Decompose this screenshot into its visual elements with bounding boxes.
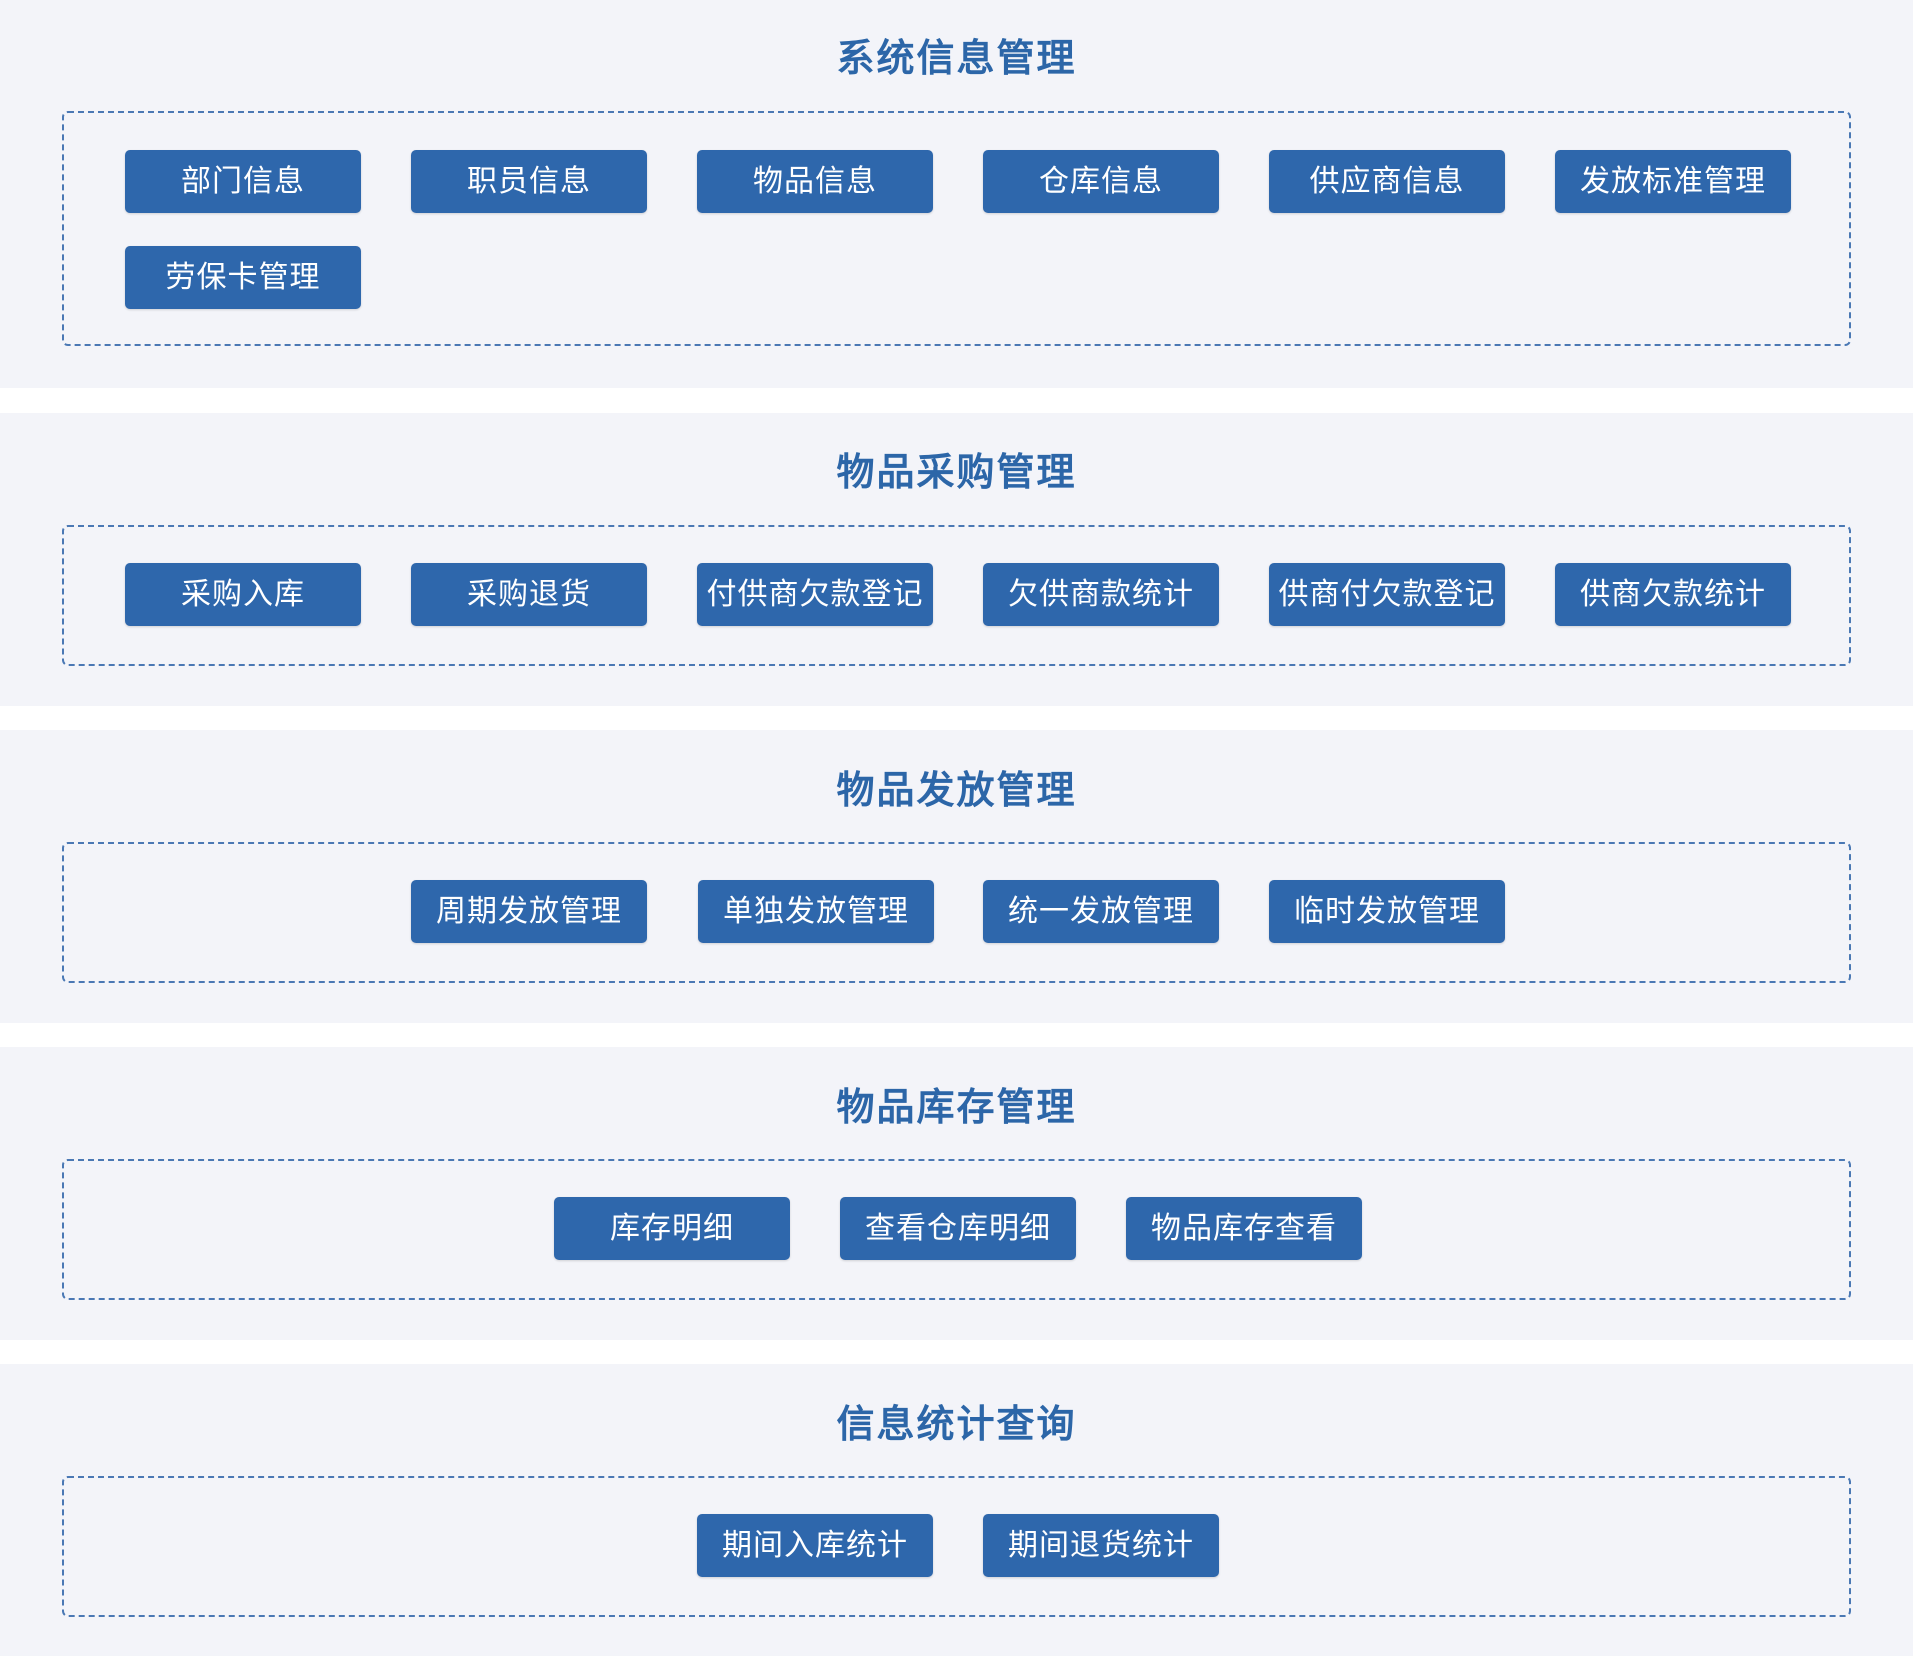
module-group: 采购入库 采购退货 付供商欠款登记 欠供商款统计 供商付欠款登记 供商欠款统计: [62, 525, 1851, 666]
module-button-period-return-stats[interactable]: 期间退货统计: [983, 1514, 1219, 1577]
module-button-staff-info[interactable]: 职员信息: [411, 150, 647, 213]
section-title: 信息统计查询: [836, 1402, 1077, 1446]
module-button-supplier-pay-debt[interactable]: 供商付欠款登记: [1269, 563, 1505, 626]
section-title: 系统信息管理: [836, 36, 1077, 80]
module-button-issue-standard[interactable]: 发放标准管理: [1555, 150, 1791, 213]
section-title: 物品库存管理: [836, 1085, 1077, 1129]
module-button-warehouse-info[interactable]: 仓库信息: [983, 150, 1219, 213]
module-button-warehouse-detail[interactable]: 查看仓库明细: [840, 1197, 1076, 1260]
module-button-pay-supplier-debt[interactable]: 付供商欠款登记: [697, 563, 933, 626]
section-inventory: 物品库存管理 库存明细 查看仓库明细 物品库存查看: [0, 1047, 1913, 1340]
module-button-purchase-return[interactable]: 采购退货: [411, 563, 647, 626]
module-button-item-info[interactable]: 物品信息: [697, 150, 933, 213]
module-button-periodic-issue[interactable]: 周期发放管理: [411, 880, 647, 943]
section-purchase: 物品采购管理 采购入库 采购退货 付供商欠款登记 欠供商款统计 供商付欠款登记 …: [0, 413, 1913, 706]
module-button-period-in-stats[interactable]: 期间入库统计: [697, 1514, 933, 1577]
module-button-supplier-debt-stats[interactable]: 欠供商款统计: [983, 563, 1219, 626]
module-button-supplier-info[interactable]: 供应商信息: [1269, 150, 1505, 213]
module-button-unified-issue[interactable]: 统一发放管理: [983, 880, 1219, 943]
module-button-dept-info[interactable]: 部门信息: [125, 150, 361, 213]
section-system-info: 系统信息管理 部门信息 职员信息 物品信息 仓库信息 供应商信息 发放标准管理 …: [0, 0, 1913, 388]
module-group: 部门信息 职员信息 物品信息 仓库信息 供应商信息 发放标准管理 劳保卡管理: [62, 111, 1851, 346]
module-group: 库存明细 查看仓库明细 物品库存查看: [62, 1159, 1851, 1300]
module-group: 期间入库统计 期间退货统计: [62, 1476, 1851, 1617]
module-button-labor-card[interactable]: 劳保卡管理: [125, 246, 361, 309]
module-button-purchase-in[interactable]: 采购入库: [125, 563, 361, 626]
module-button-temporary-issue[interactable]: 临时发放管理: [1269, 880, 1505, 943]
module-button-supplier-debt-summary[interactable]: 供商欠款统计: [1555, 563, 1791, 626]
section-title: 物品采购管理: [836, 450, 1077, 494]
section-statistics: 信息统计查询 期间入库统计 期间退货统计: [0, 1364, 1913, 1656]
section-issue: 物品发放管理 周期发放管理 单独发放管理 统一发放管理 临时发放管理: [0, 730, 1913, 1023]
module-button-stock-detail[interactable]: 库存明细: [554, 1197, 790, 1260]
module-group: 周期发放管理 单独发放管理 统一发放管理 临时发放管理: [62, 842, 1851, 983]
section-title: 物品发放管理: [836, 768, 1077, 812]
module-button-item-stock-view[interactable]: 物品库存查看: [1126, 1197, 1362, 1260]
module-button-single-issue[interactable]: 单独发放管理: [698, 880, 934, 943]
